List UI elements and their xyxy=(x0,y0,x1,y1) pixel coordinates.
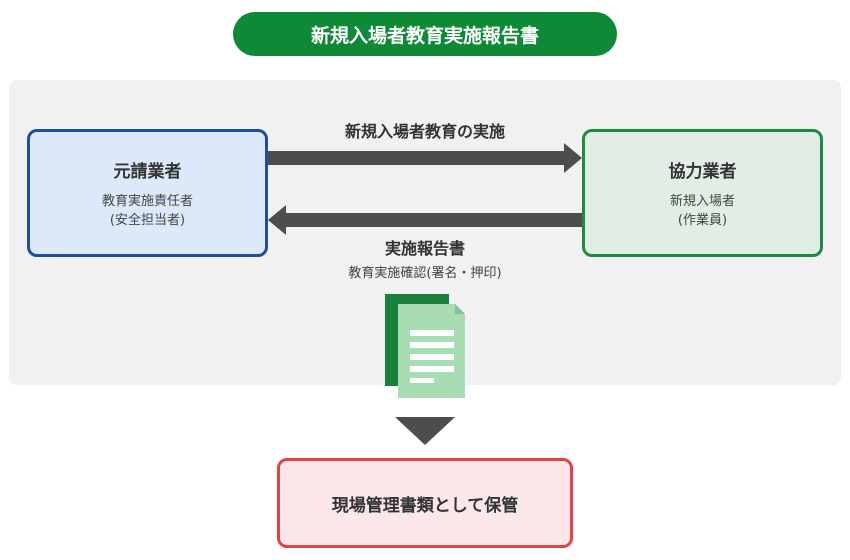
contractor-box: 元請業者 教育実施責任者 (安全担当者) xyxy=(27,129,268,257)
storage-label: 現場管理書類として保管 xyxy=(331,495,519,516)
page-title: 新規入場者教育実施報告書 xyxy=(233,12,617,56)
return-arrow xyxy=(268,205,582,235)
partner-title: 協力業者 xyxy=(668,161,737,182)
contractor-title: 元請業者 xyxy=(113,161,182,182)
contractor-sub-line1: 教育実施責任者 xyxy=(101,193,193,209)
return-flow-label: 実施報告書 xyxy=(384,239,465,258)
down-arrow xyxy=(395,417,455,445)
storage-box: 現場管理書類として保管 xyxy=(277,458,573,548)
partner-sub-line1: 新規入場者 xyxy=(669,193,735,209)
contractor-sub-line2: (安全担当者) xyxy=(109,212,186,228)
forward-arrow xyxy=(268,143,582,173)
partner-sub-line2: (作業員) xyxy=(677,212,728,228)
partner-box: 協力業者 新規入場者 (作業員) xyxy=(582,129,823,257)
forward-flow-label: 新規入場者教育の実施 xyxy=(344,122,505,141)
document-icon xyxy=(385,294,465,398)
return-flow-sublabel: 教育実施確認(署名・押印) xyxy=(348,266,502,281)
